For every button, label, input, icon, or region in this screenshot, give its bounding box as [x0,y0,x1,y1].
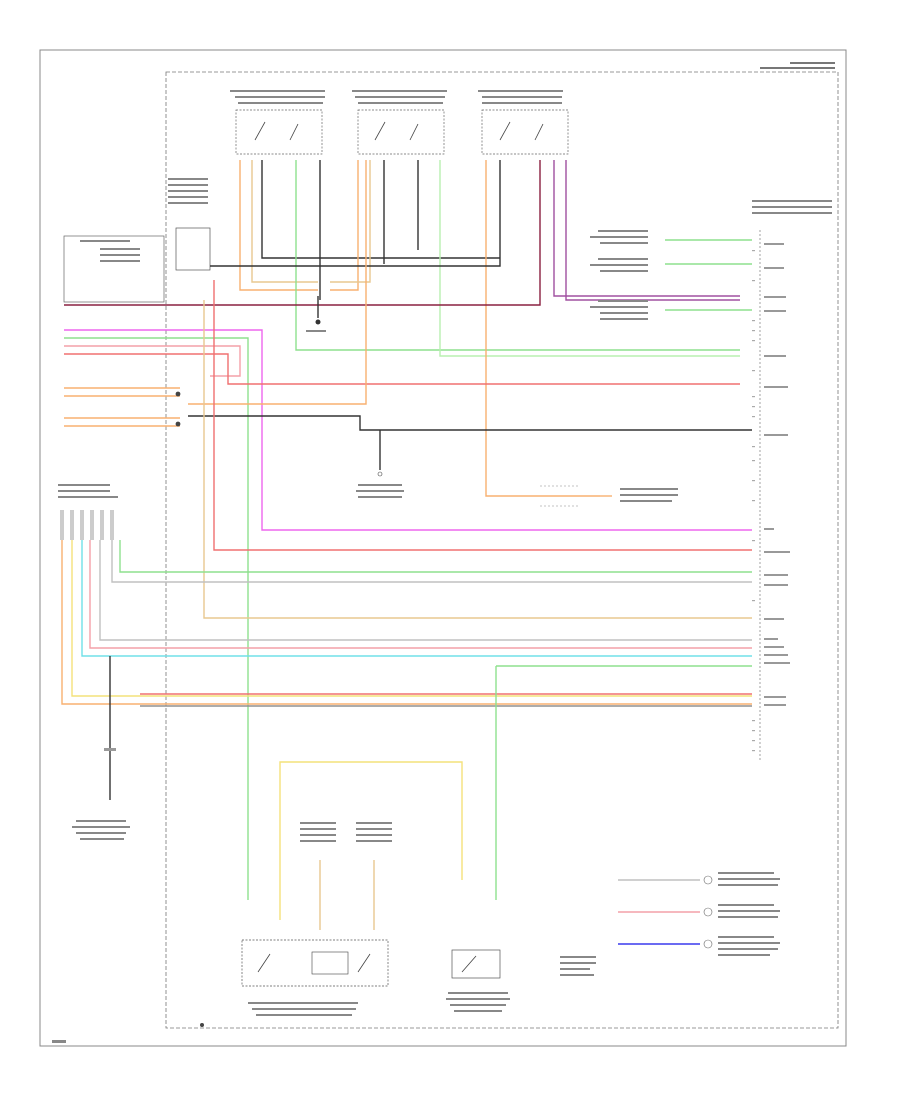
outer-frame [39,49,847,1047]
horizontal-wires [64,160,752,900]
switch-unit-1 [230,90,325,155]
left-bus-markers [175,391,204,1027]
left-component-box [168,178,211,271]
bottom-switch-left [241,761,463,1016]
bottom-switch-right [446,949,510,1012]
center-component-label [356,471,404,498]
right-connector-column [752,200,832,760]
module-boundary [165,71,839,1029]
switch-unit-2 [352,90,447,155]
lower-left-wires [61,540,752,900]
wire-legend [560,872,780,976]
ground-symbol-top [306,319,326,332]
switch-unit-3 [478,90,569,155]
top-wiring [64,160,740,497]
lower-left-sensor [72,748,130,840]
header-block [760,62,835,69]
right-external-labels [590,230,648,320]
mid-right-sensor [540,485,678,507]
lower-left-connector [58,484,118,540]
far-left-component [63,235,165,303]
page-footer-mark [52,1040,66,1043]
